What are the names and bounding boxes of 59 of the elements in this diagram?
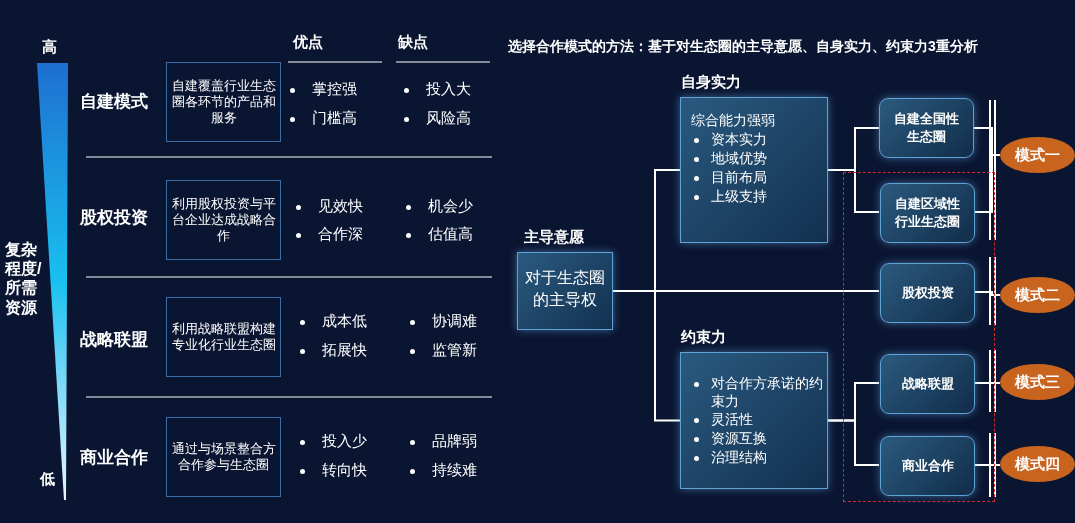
bullet-text: 拓展快 [322,341,367,359]
row-heading: 自建模式 [80,92,148,113]
title: 选择合作模式的方法：基于对生态圈的主导意愿、自身实力、约束力3重分析 [508,38,978,55]
mode-oval: 模式二 [1000,277,1075,313]
box-text: 对于生态圈的主导权 [524,268,606,310]
axis-label: 复杂程度/所需资源 [5,240,43,317]
bullet-text: 成本低 [322,312,367,330]
connector-line [973,291,1001,296]
connector-line [612,290,880,292]
connector-line [973,382,1001,384]
scale-end-label: 低 [40,470,55,488]
bullet-text: 转向快 [322,461,367,479]
scale-end-label: 高 [42,38,57,56]
description-box: 通过与场景整合方合作参与生态圈 [166,417,281,497]
bullet-text: 掌控强 [312,80,357,98]
mode-box: 商业合作 [880,436,975,496]
connector-line [827,419,880,466]
bullet-text: 治理结构 [711,449,768,467]
mode-box: 自建全国性生态圈 [879,98,974,158]
bullet-text: 投入大 [426,80,471,98]
bullet-text: 合作深 [318,225,363,243]
column-header: 优点 [293,33,323,51]
bullet-text: 协调难 [432,312,477,330]
bullet-text: 估值高 [428,225,473,243]
bullet-text: 监管新 [432,341,477,359]
bullet-text: 对合作方承诺的约束力 [711,375,823,410]
mode-oval: 模式一 [1000,137,1075,173]
bullet-text: 投入少 [322,432,367,450]
row-heading: 股权投资 [80,208,148,229]
mode-box: 股权投资 [880,263,975,323]
description-box: 利用战略联盟构建专业化行业生态圈 [166,297,281,377]
bullet-text: 门槛高 [312,109,357,127]
connector-line [827,169,880,213]
bullet-text: 资本实力 [711,131,768,149]
bullet-text: 地域优势 [711,150,768,168]
box-heading: 主导意愿 [524,228,584,247]
bullet-text: 上级支持 [711,188,768,206]
box-text: 综合能力强弱 [691,112,776,130]
bullet-text: 持续难 [432,461,477,479]
box-heading: 自身实力 [681,73,741,92]
bullet-text: 机会少 [428,197,473,215]
mode-box: 战略联盟 [880,354,975,414]
bullet-text: 风险高 [426,109,471,127]
grouping-frame [843,172,995,502]
row-heading: 商业合作 [80,448,148,469]
description-box: 自建覆盖行业生态圈各环节的产品和服务 [166,62,281,142]
mode-oval: 模式三 [1000,364,1075,400]
box-heading: 约束力 [681,328,726,347]
connector-line [973,464,1001,466]
mode-oval: 模式四 [1000,446,1075,482]
mode-box: 自建区域性行业生态圈 [880,183,975,243]
bullet-text: 目前布局 [711,169,768,187]
row-heading: 战略联盟 [80,330,148,351]
bullet-text: 灵活性 [711,411,754,429]
description-box: 利用股权投资与平台企业达成战略合作 [166,180,281,260]
bullet-text: 品牌弱 [432,432,477,450]
bullet-text: 资源互换 [711,430,768,448]
bullet-text: 见效快 [318,197,363,215]
column-header: 缺点 [398,33,428,51]
